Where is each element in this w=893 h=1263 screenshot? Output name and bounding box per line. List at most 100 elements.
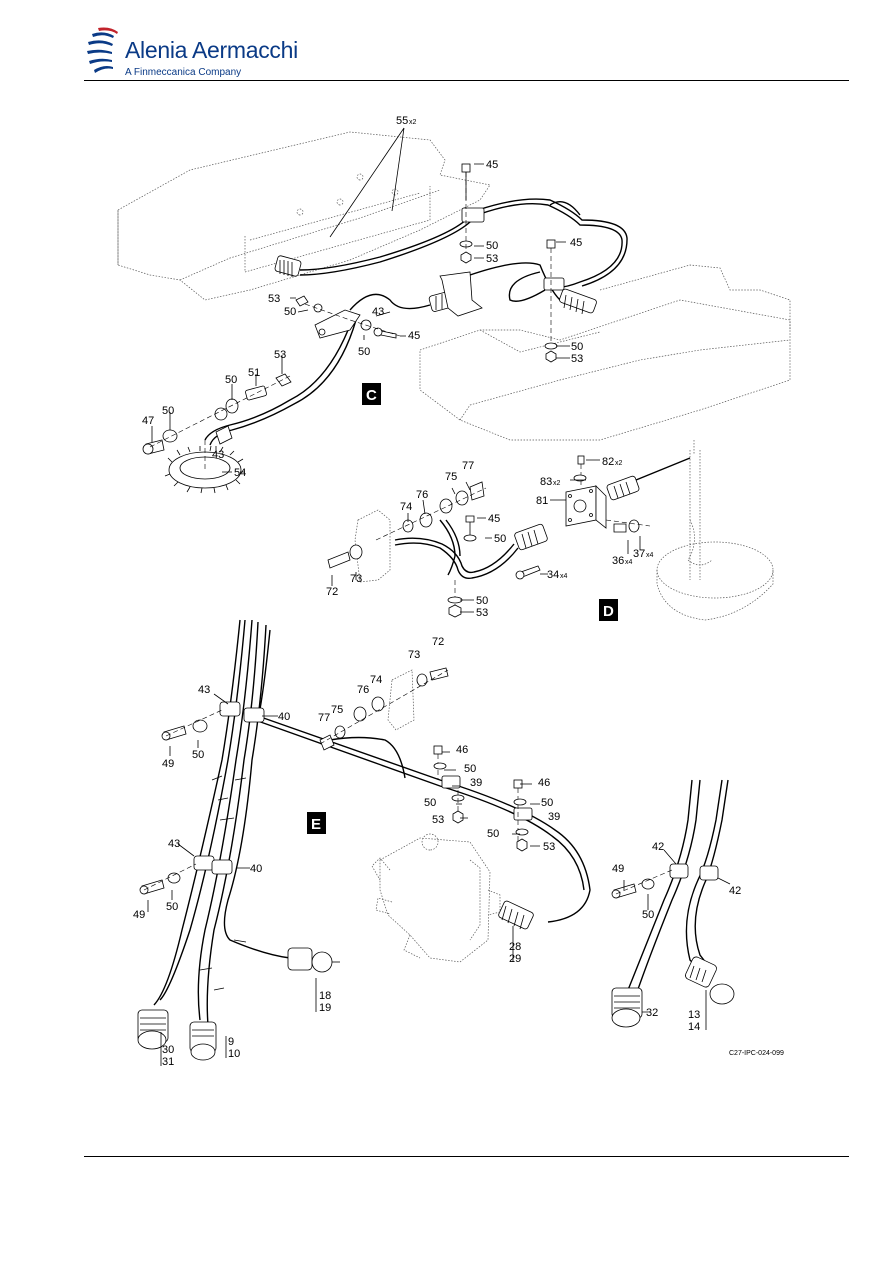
callout-e-50g: 50: [642, 909, 654, 921]
connector-13: [685, 956, 735, 1005]
callout-e-18: 18: [319, 990, 331, 1002]
callout-e-50f: 50: [166, 901, 178, 913]
callout-e-50: 50: [192, 749, 204, 761]
callout-d-72: 72: [326, 586, 338, 598]
svg-text:x2: x2: [615, 460, 623, 467]
callout-e-53: 53: [432, 814, 444, 826]
callout-e-50e: 50: [487, 828, 499, 840]
callout-e-14: 14: [688, 1021, 700, 1033]
connector-c4: [543, 277, 565, 291]
callout-e-43b: 43: [168, 838, 180, 850]
bracket-c: [314, 309, 361, 339]
callout-e-29: 29: [509, 953, 521, 965]
callout-e-13: 13: [688, 1009, 700, 1021]
callout-c-50: 50: [486, 240, 498, 252]
callout-e-39: 39: [470, 777, 482, 789]
connector-18: [287, 947, 340, 973]
callout-e-10: 10: [228, 1048, 240, 1060]
callout-e-53b: 53: [543, 841, 555, 853]
callout-c-50f: 50: [162, 405, 174, 417]
view-d-marker: [599, 599, 618, 621]
callout-c-53d: 53: [274, 349, 286, 361]
connector-30: [137, 1009, 169, 1050]
callout-e-50c: 50: [424, 797, 436, 809]
callout-e-72: 72: [432, 636, 444, 648]
view-c-letter: C: [366, 387, 377, 404]
callout-e-75: 75: [331, 704, 343, 716]
callout-d-74: 74: [400, 501, 412, 513]
callout-c-45b: 45: [570, 237, 582, 249]
callout-e-74: 74: [370, 674, 382, 686]
svg-text:x4: x4: [625, 559, 633, 566]
callout-c-45c: 45: [408, 330, 420, 342]
callout-d-82: 82: [602, 456, 614, 468]
callout-e-46: 46: [456, 744, 468, 756]
connector-c2: [428, 271, 483, 317]
hardware-c: [142, 163, 558, 455]
svg-text:x4: x4: [560, 573, 568, 580]
actuator-outline: [371, 833, 501, 963]
callout-d-77: 77: [462, 460, 474, 472]
alenia-swoosh-icon: [87, 27, 118, 73]
callout-d-73: 73: [350, 573, 362, 585]
company-name: Alenia Aermacchi: [125, 37, 298, 63]
callout-c-50b: 50: [284, 306, 296, 318]
clamp-e5: [669, 863, 719, 881]
callout-e-50b: 50: [464, 763, 476, 775]
connector-c1: [274, 255, 302, 277]
connector-32: [611, 987, 643, 1028]
view-d-illustration: D: [327, 440, 774, 621]
clamp-c1: [461, 207, 485, 223]
callout-e-49c: 49: [612, 863, 624, 875]
callout-e-42: 42: [652, 841, 664, 853]
company-logo: Alenia Aermacchi A Finmeccanica Company: [86, 26, 306, 82]
callout-e-76: 76: [357, 684, 369, 696]
connector-c3: [559, 288, 597, 315]
callout-e-19: 19: [319, 1002, 331, 1014]
callout-c-43: 43: [372, 306, 384, 318]
clamp-e4: [513, 807, 533, 821]
callout-e-77: 77: [318, 712, 330, 724]
callout-e-49: 49: [162, 758, 174, 770]
callout-c-53b: 53: [268, 293, 280, 305]
callout-d-34: 34: [547, 569, 559, 581]
callout-d-83: 83: [540, 476, 552, 488]
callout-c-51: 51: [248, 367, 260, 379]
callout-c-53c: 53: [571, 353, 583, 365]
svg-text:x2: x2: [409, 119, 417, 126]
company-tagline: A Finmeccanica Company: [125, 67, 242, 78]
view-c-marker: [362, 383, 381, 405]
connector-d2: [606, 457, 691, 501]
callout-d-37: 37: [633, 548, 645, 560]
mount-plate-81: [565, 485, 607, 529]
callout-d-81: 81: [536, 495, 548, 507]
view-c-illustration: C: [117, 127, 791, 494]
callout-d-50b: 50: [476, 595, 488, 607]
callout-d-45: 45: [488, 513, 500, 525]
figure-code: C27-IPC-024-099: [729, 1050, 784, 1057]
callout-d-50: 50: [494, 533, 506, 545]
callout-e-49b: 49: [133, 909, 145, 921]
footer-rule: [84, 1156, 849, 1157]
callout-c-55: 55: [396, 115, 408, 127]
callout-e-9: 9: [228, 1036, 234, 1048]
callout-d-75: 75: [445, 471, 457, 483]
callout-c-54: 54: [234, 467, 246, 479]
callout-c-50c: 50: [358, 346, 370, 358]
callout-e-73: 73: [408, 649, 420, 661]
callout-e-40: 40: [278, 711, 290, 723]
hardware-e: [139, 667, 673, 899]
clamp-e2: [193, 855, 233, 875]
callout-e-32: 32: [646, 1007, 658, 1019]
callout-e-39b: 39: [548, 811, 560, 823]
header-rule: [84, 80, 849, 81]
svg-text:x2: x2: [553, 480, 561, 487]
callout-e-42b: 42: [729, 885, 741, 897]
grommet-54: [164, 445, 245, 494]
callout-e-46b: 46: [538, 777, 550, 789]
clamp-e1: [219, 701, 265, 723]
callout-e-31: 31: [162, 1056, 174, 1068]
